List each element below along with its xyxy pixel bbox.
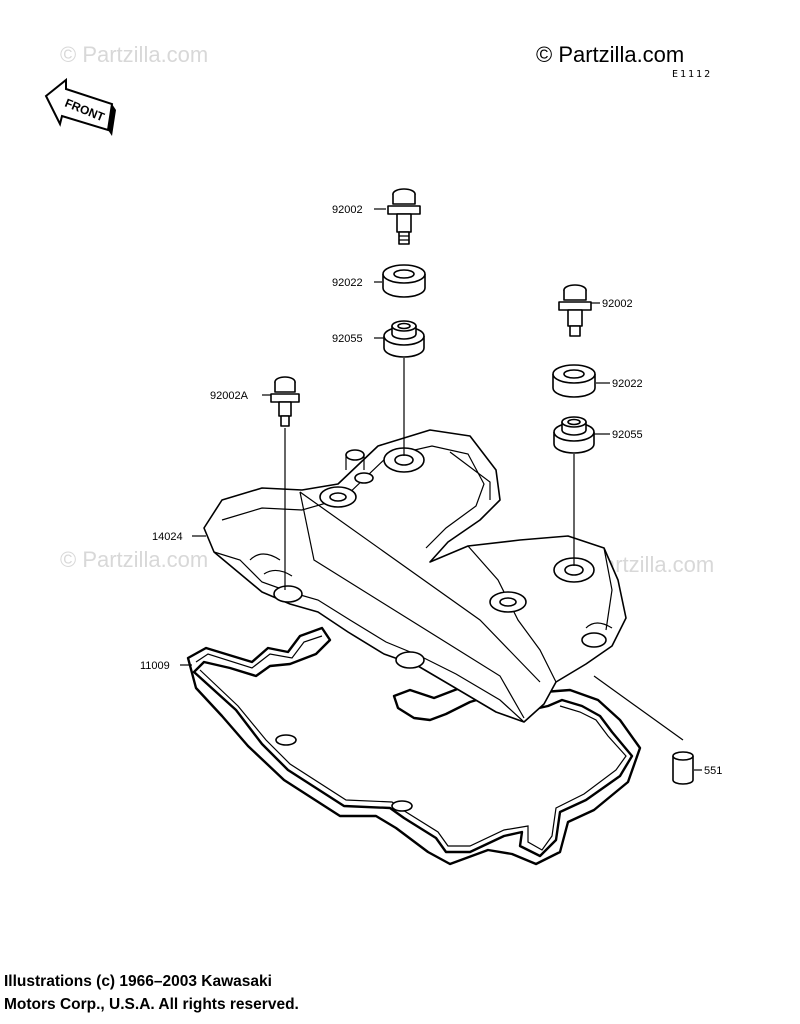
copyright-line-2: Motors Corp., U.S.A. All rights reserved… — [4, 996, 299, 1013]
label-grommet-right: 92055 — [612, 429, 643, 441]
grommet-right-part — [553, 416, 595, 454]
washer-right-part — [552, 364, 596, 398]
gasket-part — [186, 626, 642, 866]
dowel-pin-part — [672, 751, 694, 785]
label-cover: 14024 — [152, 531, 183, 543]
watermark-top-left: © Partzilla.com — [60, 42, 208, 67]
bolt-left-part — [270, 376, 300, 427]
washer-top-part — [382, 264, 426, 298]
watermark-top-right: © Partzilla.com — [536, 42, 684, 67]
label-dowel: 551 — [704, 765, 722, 777]
label-bolt-right: 92002 — [602, 298, 633, 310]
leader-dowel — [593, 675, 684, 741]
valve-cover-part — [203, 429, 627, 723]
copyright-line-1: Illustrations (c) 1966–2003 Kawasaki — [4, 973, 272, 990]
front-arrow-icon: FRONT — [44, 77, 116, 136]
bolt-top-part — [387, 188, 421, 245]
copyright-notice: Illustrations (c) 1966–2003 Kawasaki Mot… — [4, 970, 299, 1016]
label-washer-right: 92022 — [612, 378, 643, 390]
label-bolt-top: 92002 — [332, 204, 363, 216]
label-grommet-top: 92055 — [332, 333, 363, 345]
grommet-top-part — [383, 320, 425, 358]
bolt-right-part — [558, 284, 592, 337]
diagram-code: E1112 — [672, 69, 712, 80]
label-bolt-left: 92002A — [210, 390, 249, 402]
watermark-middle-left: © Partzilla.com — [60, 547, 208, 572]
label-gasket: 11009 — [140, 660, 170, 672]
label-washer-top: 92022 — [332, 277, 363, 289]
